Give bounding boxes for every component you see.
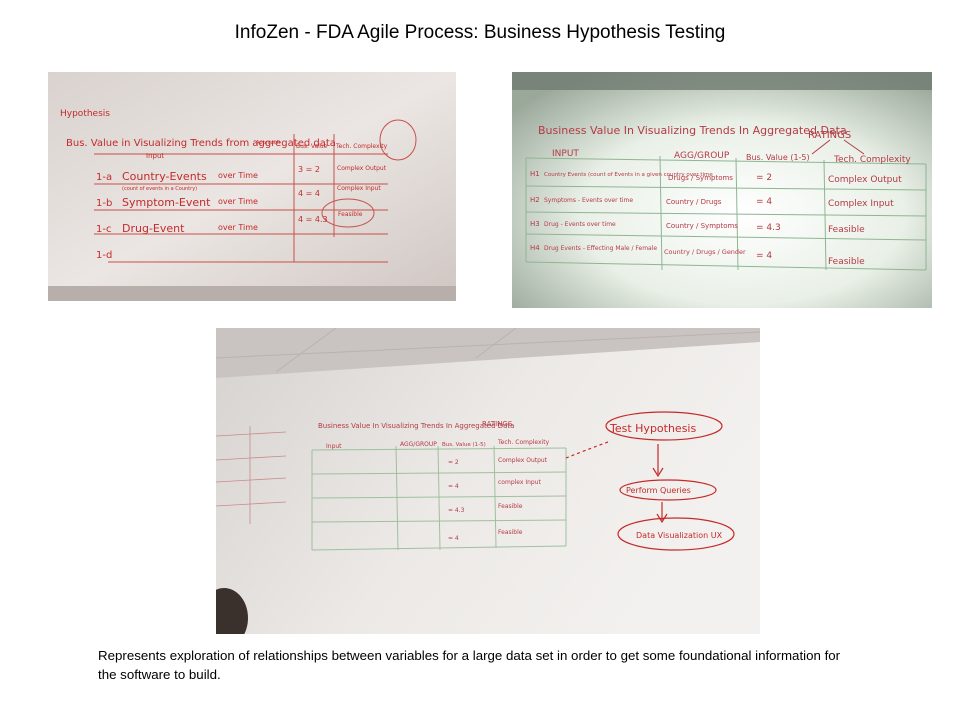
p2-header: Business Value In Visualizing Trends In … — [538, 124, 847, 137]
p2-col-agg: AGG/GROUP — [674, 151, 730, 161]
p1-row-1-tech: Complex Output — [337, 165, 387, 172]
p2-row-4-tech: Feasible — [828, 257, 865, 267]
p1-row-1-id: 1-a — [96, 172, 112, 183]
p2-row-3-agg: Country / Symptoms — [666, 222, 738, 230]
p3-row-4-value: = 4 — [448, 535, 459, 542]
p2-row-2-id: H2 — [530, 196, 540, 204]
p3-row-4-tech: Feasible — [498, 529, 523, 536]
p2-row-4-input: Drug Events - Effecting Male / Female — [544, 245, 657, 252]
p1-row-3-input: Drug-Event — [122, 222, 185, 235]
p1-col-input: Input — [146, 152, 164, 160]
p1-row-2-rating: 4 = 4 — [298, 189, 320, 198]
p3-col-bus: Bus. Value (1-5) — [442, 442, 486, 448]
p2-row-3-input: Drug - Events over time — [544, 221, 616, 228]
p1-header: Bus. Value in Visualizing Trends from ag… — [66, 138, 336, 149]
p3-col-tech: Tech. Complexity — [497, 439, 550, 446]
p1-col-approach: Approach — [256, 140, 280, 146]
whiteboard-photo-2: Business Value In Visualizing Trends In … — [512, 72, 932, 308]
p3-row-2-tech: complex Input — [498, 479, 542, 486]
p3-row-1-tech: Complex Output — [498, 457, 548, 464]
p1-row-2-input: Symptom-Event — [122, 196, 211, 209]
p1-row-1-over: over Time — [218, 171, 258, 180]
slide-caption: Represents exploration of relationships … — [98, 648, 841, 682]
p3-row-3-tech: Feasible — [498, 503, 523, 510]
p2-col-bus: Bus. Value (1-5) — [746, 153, 810, 162]
whiteboard-photo-1: Hypothesis Bus. Value in Visualizing Tre… — [48, 72, 456, 301]
p2-row-1-id: H1 — [530, 170, 540, 178]
p2-row-1-input: Country Events (count of Events in a giv… — [544, 172, 713, 178]
p2-col-input: INPUT — [552, 149, 579, 159]
p1-col-bus-value: Bus. Value — [296, 143, 328, 150]
p1-row-2-tech: Complex Input — [337, 185, 381, 192]
p2-row-2-agg: Country / Drugs — [666, 198, 722, 206]
p2-row-1-agg: Drugs / Symptoms — [668, 174, 733, 182]
p3-row-2-value: = 4 — [448, 483, 459, 490]
p1-row-2-id: 1-b — [96, 198, 112, 209]
p2-row-4-value: = 4 — [756, 251, 772, 261]
p3-header: Business Value In Visualizing Trends In … — [318, 422, 514, 430]
p2-row-1-value: = 2 — [756, 173, 772, 183]
p1-row-3-rating: 4 = 4.3 — [298, 215, 328, 224]
p1-row-1-rating: 3 = 2 — [298, 165, 320, 174]
p2-row-2-value: = 4 — [756, 197, 772, 207]
p1-row-2-over: over Time — [218, 197, 258, 206]
p2-row-2-input: Symptoms - Events over time — [544, 197, 633, 204]
p2-row-2-tech: Complex Input — [828, 199, 894, 209]
p2-col-tech: Tech. Complexity — [833, 155, 911, 165]
p1-note: (count of events in a Country) — [122, 186, 197, 192]
flow-step-test-hypothesis: Test Hypothesis — [609, 422, 696, 435]
slide-title: InfoZen - FDA Agile Process: Business Hy… — [234, 22, 726, 43]
p1-row-4-id: 1-d — [96, 250, 112, 261]
p2-row-1-tech: Complex Output — [828, 175, 902, 185]
p2-row-3-tech: Feasible — [828, 225, 865, 235]
p3-ratings-label: RATINGS — [482, 420, 513, 428]
flow-step-perform-queries: Perform Queries — [626, 486, 691, 495]
p2-row-4-id: H4 — [530, 244, 540, 252]
whiteboard-photo-3: Business Value In Visualizing Trends In … — [216, 328, 760, 634]
p3-col-input: Input — [326, 443, 342, 450]
p2-row-4-agg: Country / Drugs / Gender — [664, 248, 746, 256]
p1-col-tech: Tech. Complexity — [335, 143, 388, 150]
p3-col-agg: AGG/GROUP — [400, 441, 437, 448]
p3-row-1-value: = 2 — [448, 459, 459, 466]
p3-row-3-value: = 4.3 — [448, 507, 465, 514]
p1-row-3-over: over Time — [218, 223, 258, 232]
p2-row-3-value: = 4.3 — [756, 223, 781, 233]
flow-step-data-visualization: Data Visualization UX — [636, 531, 723, 540]
p2-row-3-id: H3 — [530, 220, 540, 228]
p1-row-3-id: 1-c — [96, 224, 111, 235]
p1-heading: Hypothesis — [60, 109, 110, 119]
p1-row-1-input: Country-Events — [122, 170, 207, 183]
p1-row-3-tech: Feasible — [338, 211, 363, 218]
p2-ratings-label: RATINGS — [808, 130, 851, 141]
